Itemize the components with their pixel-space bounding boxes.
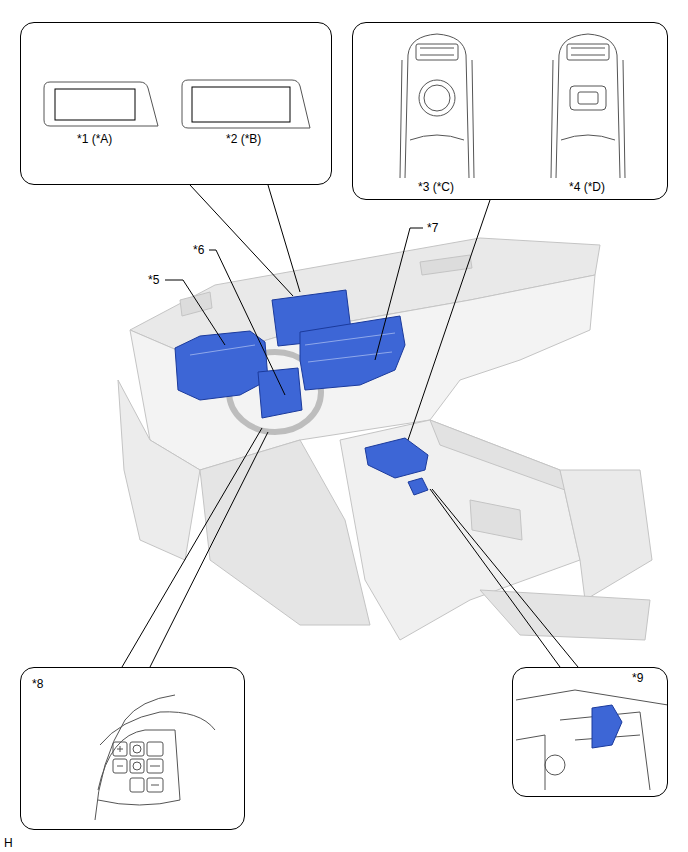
callout-number: *1 (*A) bbox=[77, 132, 112, 146]
inset-panel: *3 (*C) *4 (*D) bbox=[352, 22, 668, 200]
callout-number: *8 bbox=[32, 677, 43, 691]
figure-code: H bbox=[4, 836, 13, 850]
inset-panel: *1 (*A) *2 (*B) bbox=[20, 22, 332, 185]
inset-panel: *9 bbox=[512, 667, 668, 797]
callout-number: *4 (*D) bbox=[569, 180, 605, 194]
callout-number: *6 bbox=[193, 243, 204, 257]
callout-number: *7 bbox=[427, 221, 438, 235]
callout-number: *9 bbox=[632, 671, 643, 685]
callout-number: *2 (*B) bbox=[226, 132, 261, 146]
callout-number: *3 (*C) bbox=[418, 180, 454, 194]
inset-panel: *8 bbox=[20, 667, 245, 830]
callout-number: *5 bbox=[148, 273, 159, 287]
